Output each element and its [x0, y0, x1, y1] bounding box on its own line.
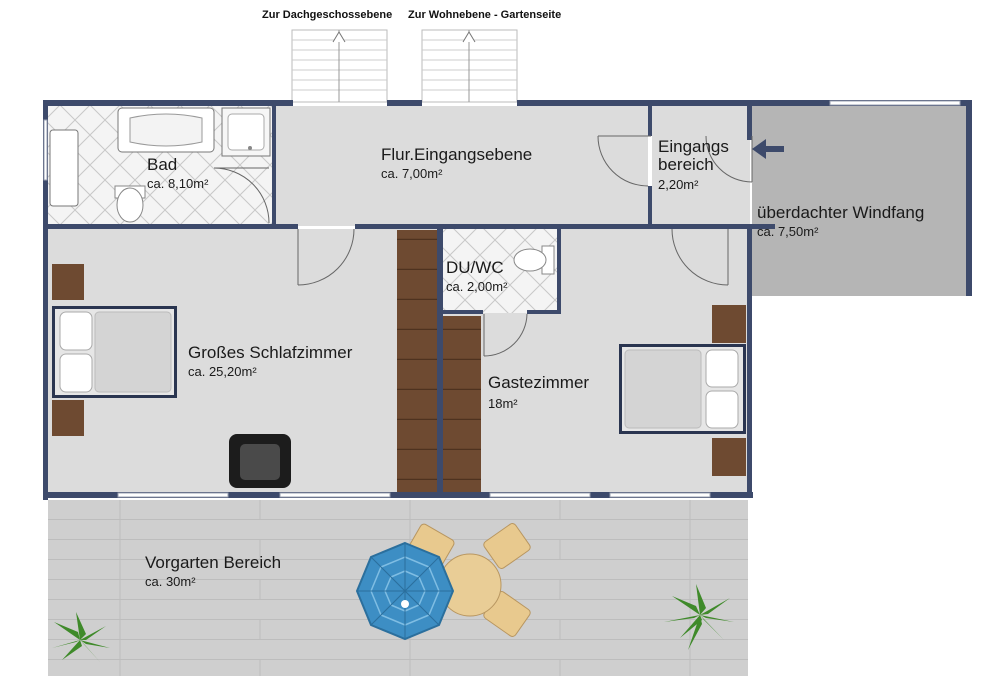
schlafzimmer-area: ca. 25,20m²: [188, 364, 257, 379]
bad-name: Bad: [147, 155, 178, 174]
entrance-arrow-icon: [752, 139, 784, 159]
eingang-floor: [652, 106, 750, 226]
toilet-icon: [114, 185, 146, 223]
gastezimmer-name: Gastezimmer: [488, 373, 590, 392]
gastezimmer-area: 18m²: [488, 396, 518, 411]
eingang-area: 2,20m²: [658, 177, 699, 192]
stair-arrow-icon: [332, 31, 346, 43]
nightstand: [52, 400, 84, 436]
windfang-area: ca. 7,50m²: [757, 224, 819, 239]
flur-floor: [276, 106, 648, 226]
umbrella-icon: [355, 541, 455, 641]
chair-icon: [407, 523, 531, 637]
windfang-name: überdachter Windfang: [757, 203, 925, 222]
flur-name: Flur.Eingangsebene: [381, 145, 533, 164]
doors: [213, 135, 753, 357]
armchair-icon: [229, 434, 291, 488]
bathtub-icon: [117, 107, 215, 153]
vorgarten-name: Vorgarten Bereich: [145, 553, 282, 572]
wardrobe-left: [397, 230, 437, 492]
eingang-name-line2: bereich: [658, 155, 714, 174]
walls: [43, 100, 972, 500]
schlafzimmer-name: Großes Schlafzimmer: [188, 343, 353, 362]
sink-icon: [49, 129, 79, 207]
bad-area: ca. 8,10m²: [147, 176, 209, 191]
duwc-floor-top: [443, 229, 557, 313]
stairs-up-label: Zur Dachgeschossebene: [262, 9, 393, 21]
nightstand: [52, 264, 84, 300]
bed-icon: [52, 306, 177, 398]
plant-icon: [52, 612, 110, 662]
flur-area: ca. 7,00m²: [381, 166, 443, 181]
vorgarten-area: ca. 30m²: [145, 574, 196, 589]
wardrobe-right: [443, 316, 481, 492]
shower-icon: [221, 107, 271, 157]
duwc-area: ca. 2,00m²: [446, 279, 508, 294]
eingang-name-line1: Eingangs: [658, 137, 729, 156]
nightstand: [712, 305, 746, 343]
stair-arrow-icon: [462, 31, 476, 43]
stairs-down-label: Zur Wohnebene - Gartenseite: [408, 9, 562, 21]
stairs-up: [291, 29, 388, 103]
plant-icon: [664, 584, 734, 650]
nightstand: [712, 438, 746, 476]
toilet-icon: [513, 245, 555, 275]
bed-icon: [619, 344, 746, 434]
windfang-floor: [752, 106, 968, 296]
stairs-down: [421, 29, 518, 103]
duwc-name: DU/WC: [446, 258, 504, 277]
